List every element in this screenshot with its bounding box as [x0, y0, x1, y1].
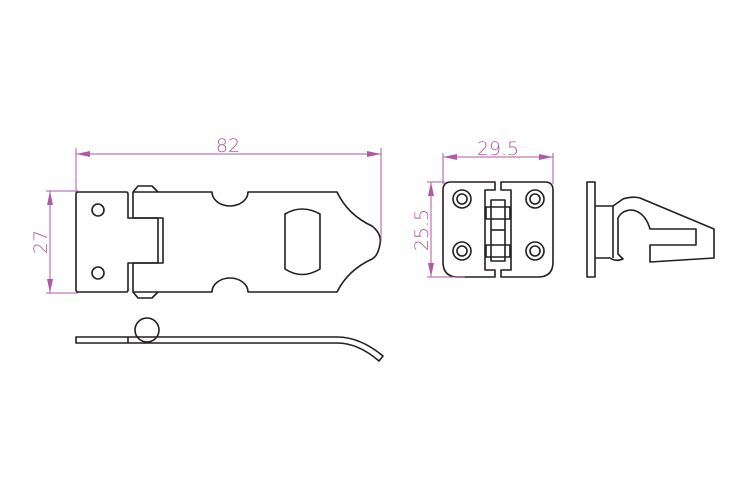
- dimension-width-label: 27: [30, 230, 52, 254]
- hinge-knuckle-bottom: [132, 291, 159, 299]
- staple-front-view: [442, 181, 554, 278]
- staple-side-view: [586, 181, 715, 278]
- hasp-fixed-plate: [75, 191, 164, 293]
- hasp-swing-plate: [132, 191, 382, 293]
- dimension-width: 27: [30, 190, 78, 294]
- staple-screw-holes: [452, 189, 545, 261]
- hasp-side-view: [75, 317, 384, 362]
- dimension-staple-width-label: 29.5: [477, 138, 519, 160]
- padlock-slot: [284, 208, 321, 276]
- dimension-length: 82: [75, 135, 382, 242]
- hinge-knuckle-top: [132, 185, 159, 193]
- dimension-staple-height-label: 25.5: [411, 209, 433, 251]
- dimension-staple-width: 29.5: [442, 138, 554, 184]
- dimension-length-label: 82: [216, 135, 240, 157]
- screw-hole: [91, 266, 105, 280]
- screw-hole: [91, 203, 105, 217]
- dimension-staple-height: 25.5: [411, 181, 465, 278]
- hasp-top-view: [75, 185, 382, 299]
- hinge-pin-circle: [134, 317, 160, 343]
